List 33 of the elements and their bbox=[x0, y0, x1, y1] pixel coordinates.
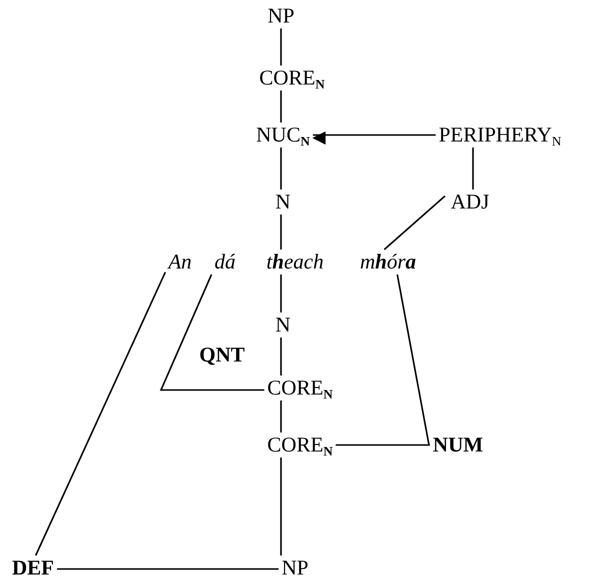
tree-branch-line bbox=[280, 338, 282, 376]
word: dá bbox=[214, 250, 236, 274]
category-label: N bbox=[274, 190, 292, 214]
tree-branch-line bbox=[384, 195, 446, 250]
operator-label: NUM bbox=[432, 433, 484, 457]
word: An bbox=[167, 250, 193, 274]
tree-branch-line bbox=[34, 272, 166, 556]
tree-branch-line bbox=[280, 90, 282, 122]
edge-label: QNT bbox=[199, 342, 245, 368]
tree-branch-line bbox=[57, 568, 279, 570]
tree-branch-line bbox=[336, 444, 430, 446]
word: mhóra bbox=[358, 250, 418, 274]
category-label: CORE$_{N}$ bbox=[258, 66, 326, 90]
category-label: CORE$_{N}$ bbox=[266, 376, 334, 400]
word: theach bbox=[265, 250, 325, 274]
tree-branch-line bbox=[280, 400, 282, 432]
tree-branch-line bbox=[160, 274, 264, 391]
tree-branch-line bbox=[396, 274, 430, 446]
tree-branch-line bbox=[280, 28, 282, 66]
category-label: N bbox=[274, 313, 292, 337]
category-label: NP bbox=[266, 4, 296, 28]
category-label: PERIPHERY$_{N}$ bbox=[438, 123, 562, 147]
tree-branch-line bbox=[280, 458, 282, 556]
tree-branch-line bbox=[472, 148, 474, 190]
operator-label: DEF bbox=[11, 556, 55, 578]
tree-branch-line bbox=[280, 148, 282, 190]
category-label: NP bbox=[280, 556, 310, 578]
tree-branch-line bbox=[280, 274, 282, 312]
tree-branch-line bbox=[280, 214, 282, 250]
arrow bbox=[312, 131, 436, 145]
category-label: CORE$_{N}$ bbox=[266, 433, 334, 457]
category-label: NUC$_{N}$ bbox=[255, 123, 311, 147]
category-label: ADJ bbox=[450, 190, 490, 214]
